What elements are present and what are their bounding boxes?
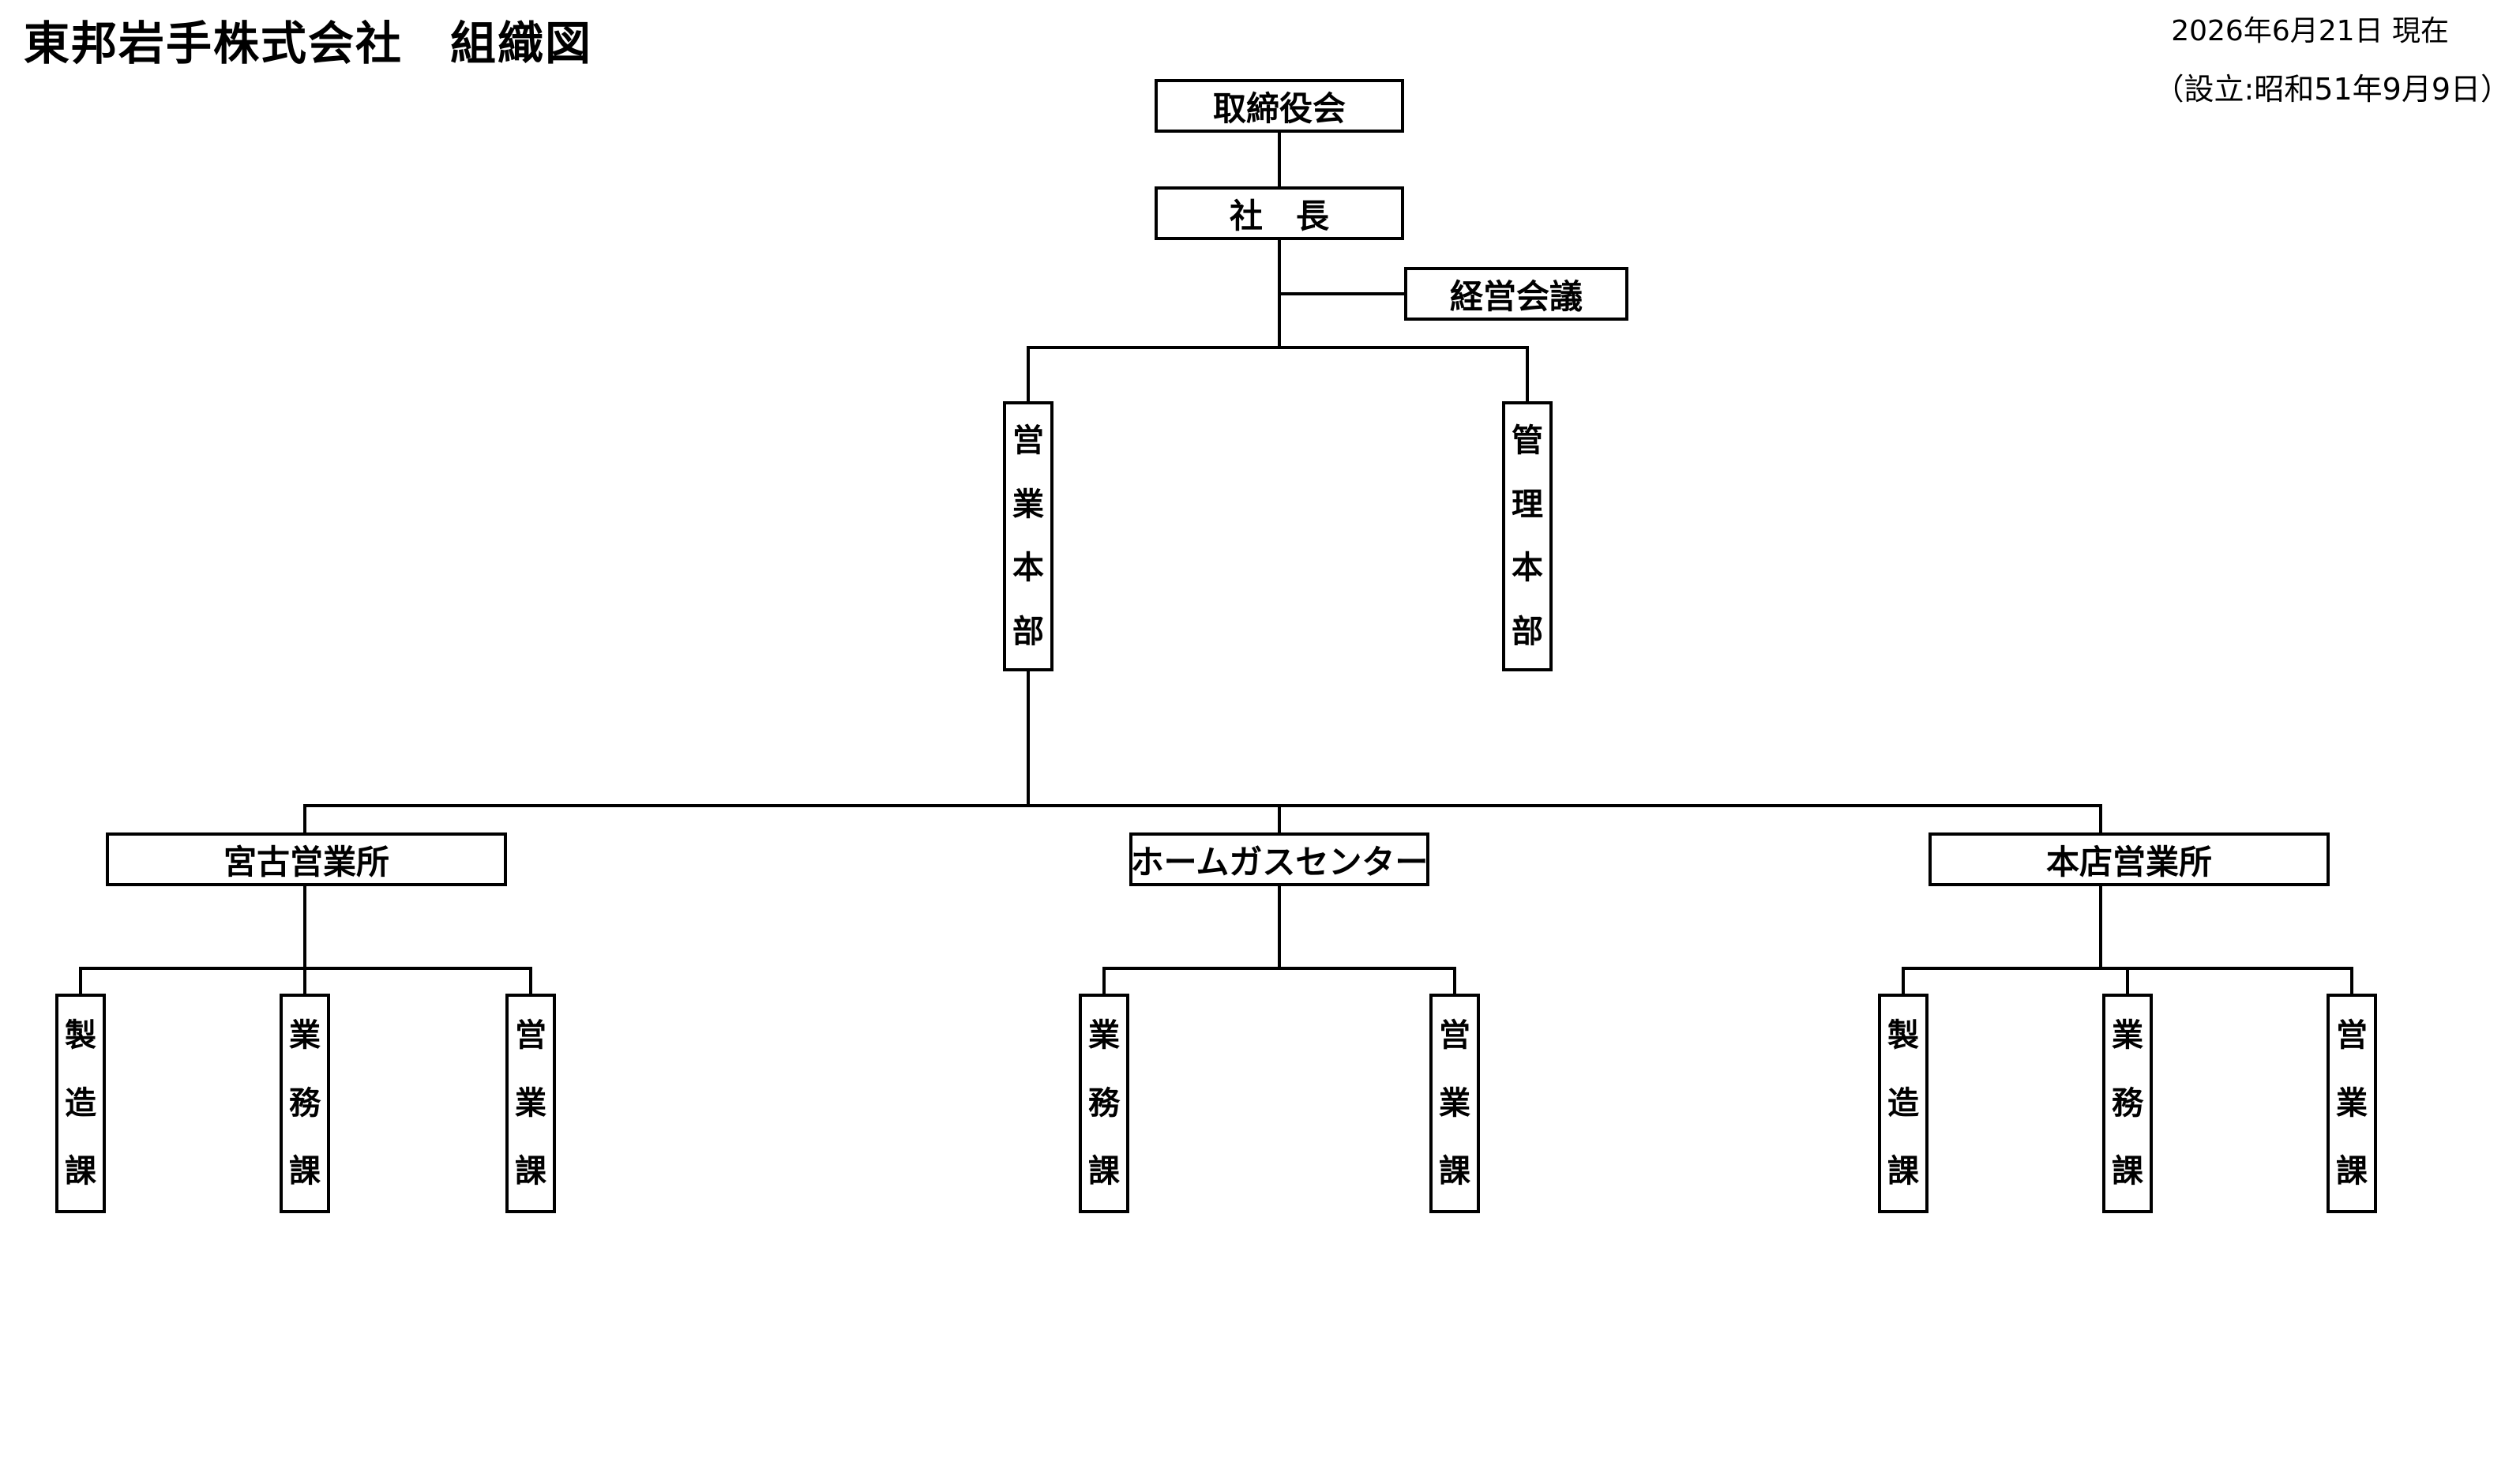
- vchar: 管: [1512, 423, 1543, 460]
- vchar: 造: [1887, 1085, 1919, 1122]
- vchar: 理: [1512, 486, 1543, 523]
- vchar: 業: [2112, 1017, 2143, 1054]
- president-box: 社 長: [1155, 186, 1404, 240]
- vchar: 製: [1887, 1017, 1919, 1054]
- vchar: 務: [2112, 1085, 2143, 1122]
- miyako-manufacturing-box: 製造課: [55, 994, 106, 1213]
- vchar: 製: [65, 1017, 96, 1054]
- as-of-date: 2026年6月21日 現在: [2171, 15, 2449, 47]
- vchar: 業: [1012, 486, 1044, 523]
- honten-operations-box: 業務課: [2102, 994, 2153, 1213]
- vchar: 業: [289, 1017, 321, 1054]
- vchar: 課: [515, 1153, 546, 1189]
- vchar: 務: [289, 1085, 321, 1122]
- vchar: 本: [1012, 550, 1044, 587]
- vchar: 課: [2336, 1153, 2368, 1189]
- honten-office-box: 本店営業所: [1928, 832, 2330, 886]
- homegas-sales-box: 営業課: [1429, 994, 1480, 1213]
- vchar: 営: [2336, 1017, 2368, 1054]
- page-title: 東邦岩手株式会社 組織図: [24, 17, 593, 70]
- council-box: 経営会議: [1404, 267, 1628, 321]
- vchar: 営: [1012, 423, 1044, 460]
- founded-date: （設立:昭和51年9月9日）: [2154, 72, 2511, 107]
- honten-manufacturing-box: 製造課: [1878, 994, 1928, 1213]
- miyako-sales-box: 営業課: [505, 994, 556, 1213]
- homegas-center-box: ホームガスセンター: [1129, 832, 1429, 886]
- vchar: 課: [2112, 1153, 2143, 1189]
- vchar: 課: [1088, 1153, 1120, 1189]
- honten-sales-box: 営業課: [2327, 994, 2377, 1213]
- vchar: 課: [1439, 1153, 1470, 1189]
- vchar: 部: [1512, 613, 1543, 650]
- board-box: 取締役会: [1155, 79, 1404, 133]
- vchar: 業: [1088, 1017, 1120, 1054]
- homegas-operations-box: 業務課: [1079, 994, 1129, 1213]
- vchar: 課: [1887, 1153, 1919, 1189]
- vchar: 営: [1439, 1017, 1470, 1054]
- vchar: 造: [65, 1085, 96, 1122]
- vchar: 課: [289, 1153, 321, 1189]
- vchar: 営: [515, 1017, 546, 1054]
- admin-hq-box: 管理本部: [1502, 401, 1553, 671]
- vchar: 務: [1088, 1085, 1120, 1122]
- vchar: 業: [2336, 1085, 2368, 1122]
- sales-hq-box: 営業本部: [1003, 401, 1053, 671]
- vchar: 業: [1439, 1085, 1470, 1122]
- miyako-operations-box: 業務課: [280, 994, 330, 1213]
- miyako-office-box: 宮古営業所: [106, 832, 507, 886]
- vchar: 業: [515, 1085, 546, 1122]
- vchar: 課: [65, 1153, 96, 1189]
- vchar: 部: [1012, 613, 1044, 650]
- vchar: 本: [1512, 550, 1543, 587]
